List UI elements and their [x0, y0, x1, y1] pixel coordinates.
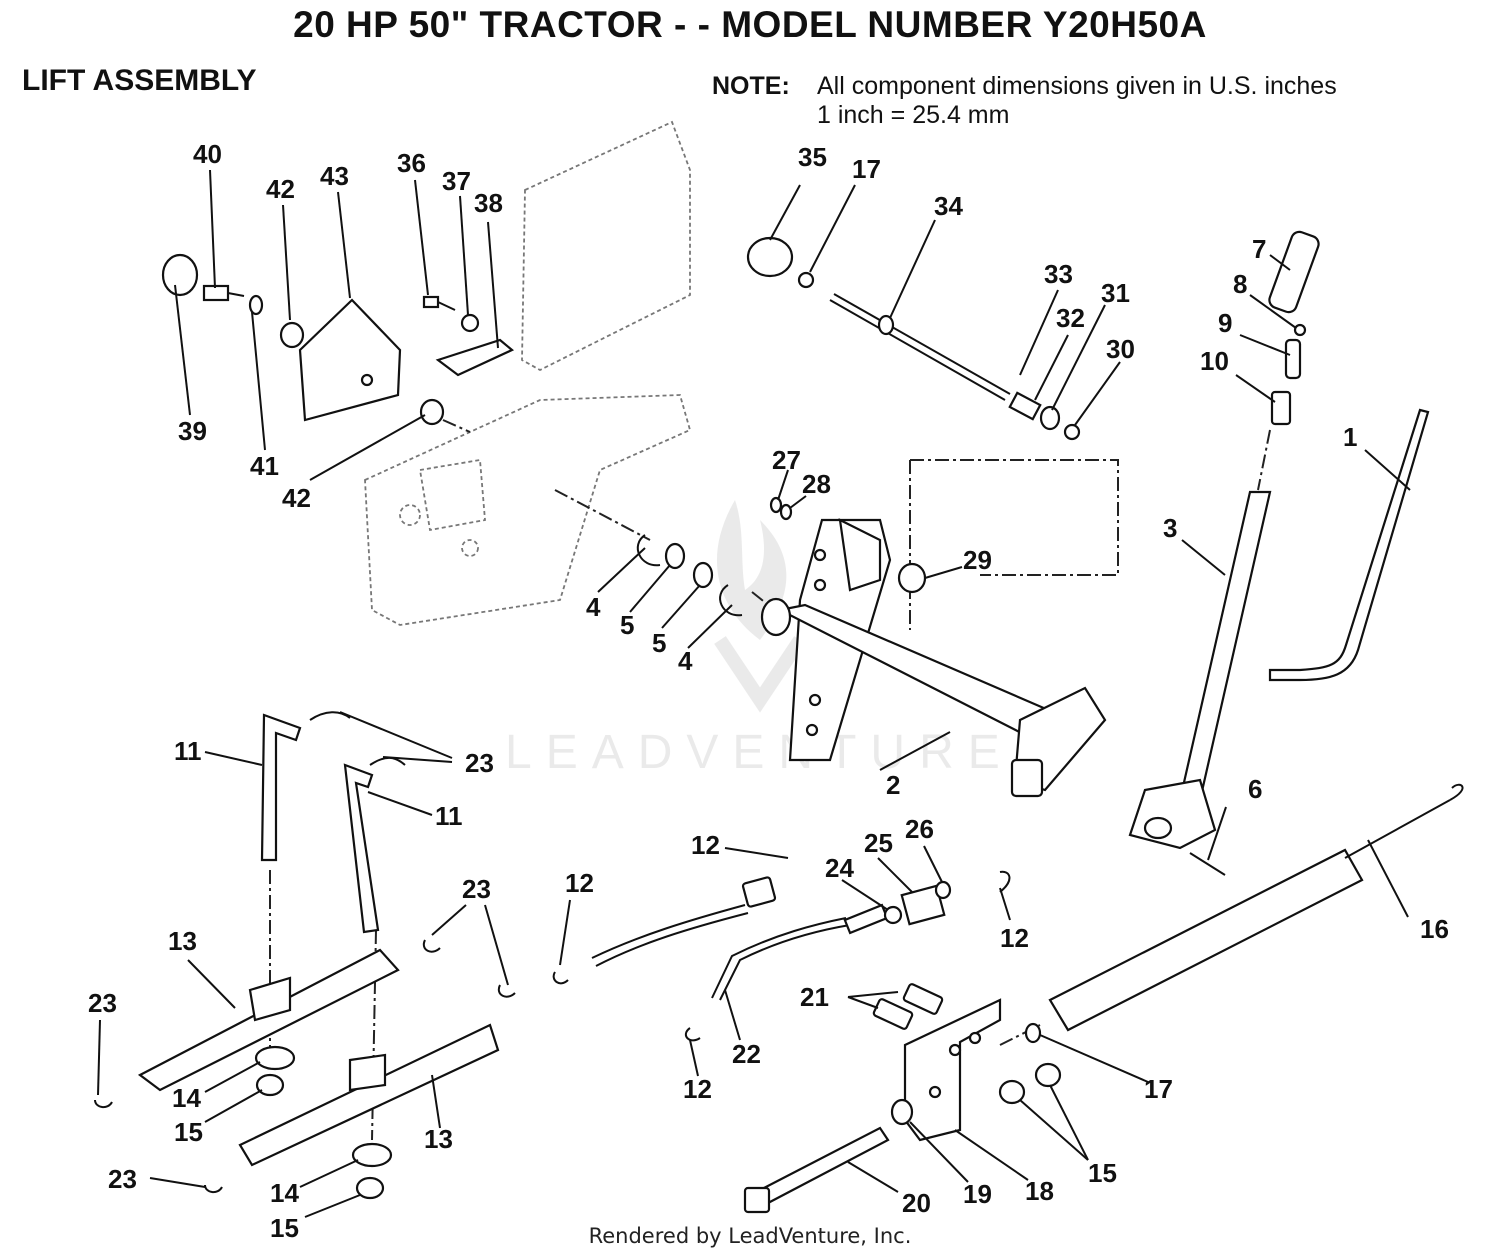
callout-33: 33 — [1044, 259, 1073, 289]
part-group-handle-housing — [161, 253, 515, 426]
callout-8: 8 — [1233, 269, 1247, 299]
leader-lines — [97, 169, 1411, 1218]
callout-18: 18 — [1025, 1176, 1054, 1206]
callout-21: 21 — [800, 982, 829, 1012]
callout-19: 19 — [963, 1179, 992, 1209]
part-group-lift-shaft — [636, 496, 1107, 798]
callout-3: 3 — [1163, 513, 1177, 543]
callout-38: 38 — [474, 188, 503, 218]
part-group-handle-lever — [1128, 230, 1430, 876]
note-line-1: All component dimensions given in U.S. i… — [817, 72, 1337, 100]
watermark: LEADVENTURE — [505, 500, 1014, 779]
callout-16: 16 — [1420, 914, 1449, 944]
callout-5: 5 — [620, 610, 634, 640]
watermark-text: LEADVENTURE — [505, 726, 1014, 779]
part-group-linkage — [552, 870, 1011, 1042]
callout-1: 1 — [1343, 422, 1357, 452]
callout-29: 29 — [963, 545, 992, 575]
callout-25: 25 — [864, 828, 893, 858]
note-line-2: 1 inch = 25.4 mm — [817, 101, 1010, 129]
callout-17: 17 — [852, 154, 881, 184]
callout-35: 35 — [798, 142, 827, 172]
callout-31: 31 — [1101, 278, 1130, 308]
callout-43: 43 — [320, 161, 349, 191]
assembly-centerlines — [269, 419, 1271, 1141]
callout-23d: 23 — [108, 1164, 137, 1194]
callout-12: 12 — [691, 830, 720, 860]
dimension-note: NOTE: All component dimensions given in U… — [712, 72, 1337, 130]
footer-credit: Rendered by LeadVenture, Inc. — [588, 1224, 912, 1248]
callout-15: 15 — [174, 1117, 203, 1147]
callout-7: 7 — [1252, 234, 1266, 264]
part-group-lift-arms — [94, 711, 516, 1200]
callout-15b: 15 — [1088, 1158, 1117, 1188]
callout-15c: 15 — [270, 1213, 299, 1243]
note-text: All component dimensions given in U.S. i… — [817, 72, 1337, 130]
callout-6: 6 — [1248, 774, 1262, 804]
part-group-spring-bracket — [743, 783, 1464, 1214]
callout-13b: 13 — [424, 1124, 453, 1154]
callout-17b: 17 — [1144, 1074, 1173, 1104]
section-title: LIFT ASSEMBLY — [22, 64, 257, 97]
note-label: NOTE: — [712, 72, 790, 100]
callout-42b: 42 — [282, 483, 311, 513]
callout-11b: 11 — [435, 801, 463, 831]
callout-41: 41 — [250, 451, 279, 481]
callout-22: 22 — [732, 1039, 761, 1069]
callout-2: 2 — [886, 770, 900, 800]
callout-34: 34 — [934, 191, 963, 221]
callout-labels: 40 42 43 36 37 38 39 41 42 35 17 34 33 3… — [88, 139, 1449, 1243]
callout-27: 27 — [772, 445, 801, 475]
callout-12c: 12 — [1000, 923, 1029, 953]
callout-23b: 23 — [462, 874, 491, 904]
callout-9: 9 — [1218, 308, 1232, 338]
callout-23c: 23 — [88, 988, 117, 1018]
callout-40: 40 — [193, 139, 222, 169]
callout-10: 10 — [1200, 346, 1229, 376]
callout-39: 39 — [178, 416, 207, 446]
callout-36: 36 — [397, 148, 426, 178]
callout-42: 42 — [266, 174, 295, 204]
callout-28: 28 — [802, 469, 831, 499]
callout-12d: 12 — [683, 1074, 712, 1104]
callout-14: 14 — [172, 1083, 201, 1113]
callout-4b: 4 — [678, 646, 693, 676]
callout-26: 26 — [905, 814, 934, 844]
callout-4: 4 — [586, 592, 601, 622]
page-title: 20 HP 50" TRACTOR - - MODEL NUMBER Y20H5… — [293, 4, 1207, 45]
callout-5b: 5 — [652, 628, 666, 658]
callout-30: 30 — [1106, 334, 1135, 364]
callout-14b: 14 — [270, 1178, 299, 1208]
callout-23: 23 — [465, 748, 494, 778]
callout-11: 11 — [174, 736, 202, 766]
callout-12b: 12 — [565, 868, 594, 898]
callout-37: 37 — [442, 166, 471, 196]
callout-20: 20 — [902, 1188, 931, 1218]
callout-32: 32 — [1056, 303, 1085, 333]
callout-13: 13 — [168, 926, 197, 956]
frame-ghost — [364, 120, 692, 626]
callout-24: 24 — [825, 853, 854, 883]
